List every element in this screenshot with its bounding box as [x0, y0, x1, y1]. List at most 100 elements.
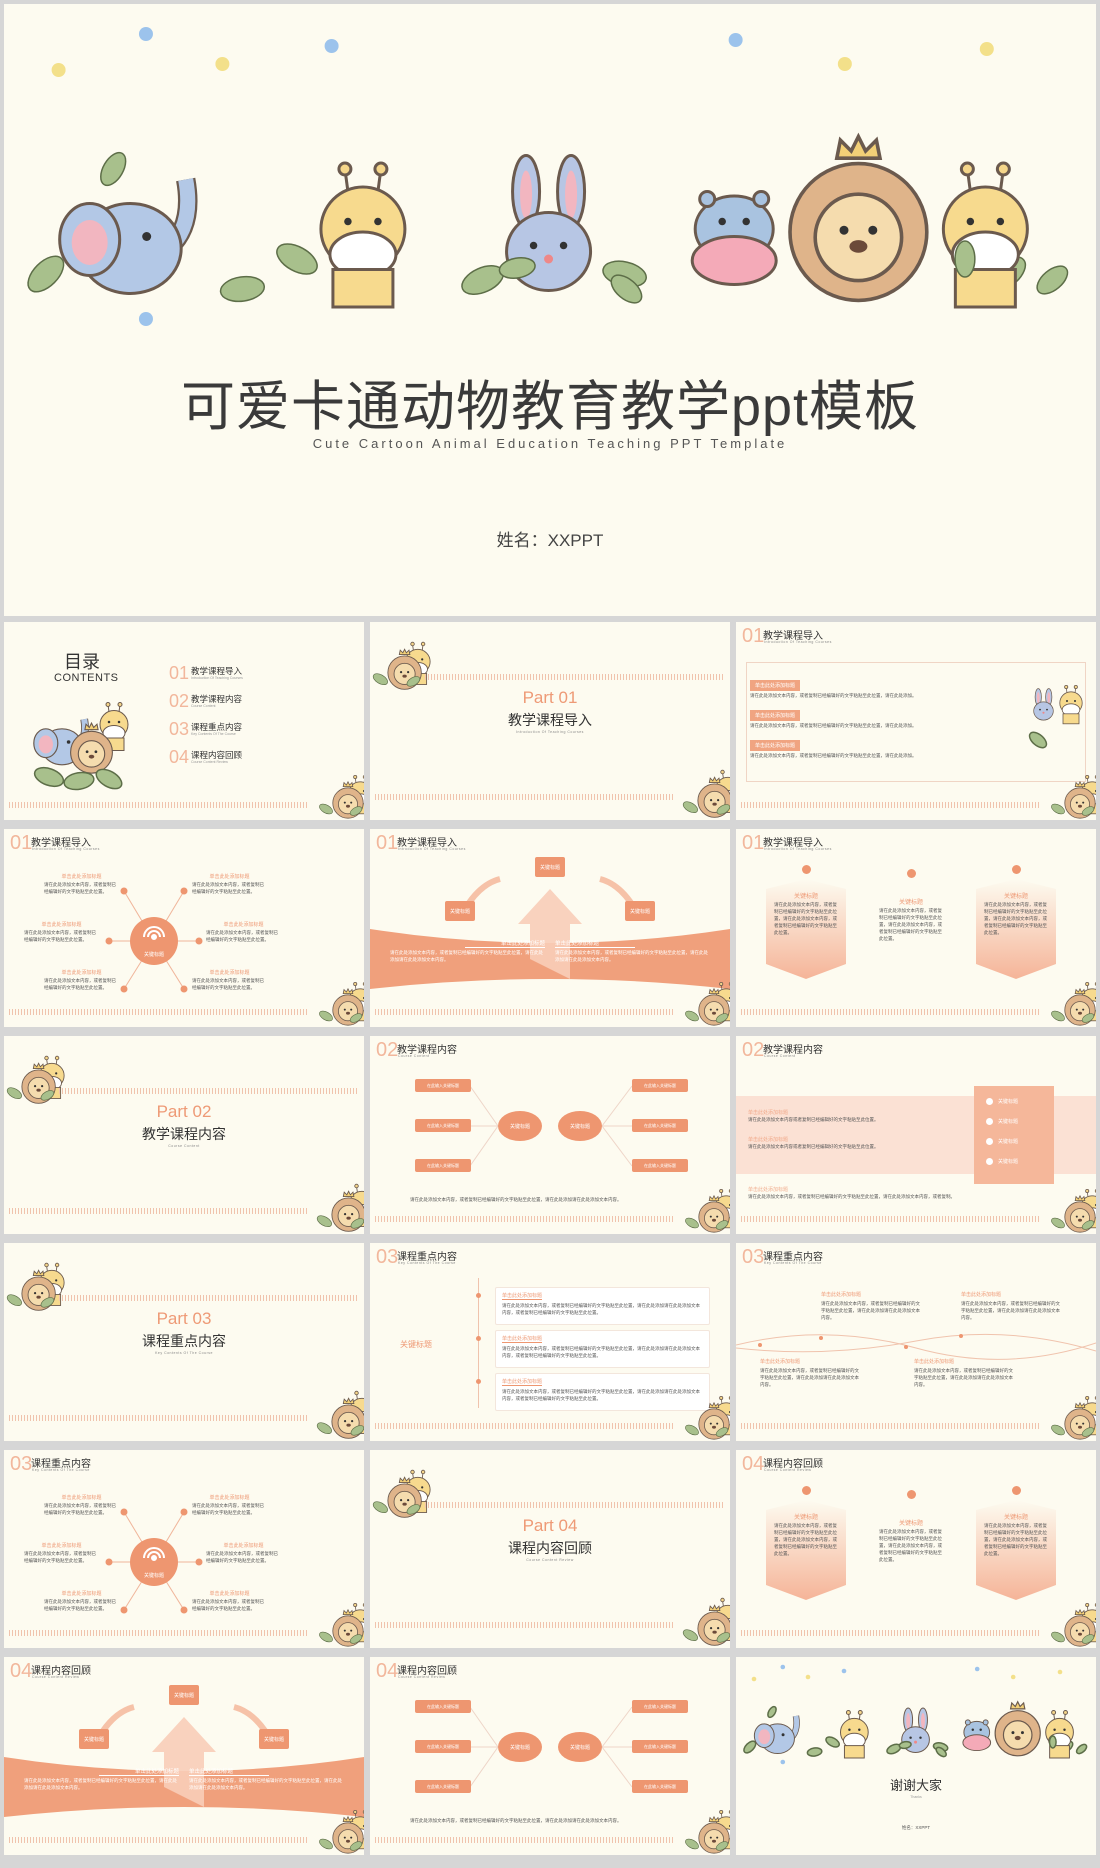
cover-slide[interactable]: 可爱卡通动物教育教学ppt模板 Cute Cartoon Animal Educ…: [4, 4, 1096, 616]
center-node-label[interactable]: 关键标题: [509, 1124, 530, 1130]
item-title[interactable]: 单击此处添加标题: [209, 1591, 250, 1597]
mind-map-box[interactable]: 在此输入关键标题: [415, 1119, 471, 1132]
item-title-tag[interactable]: 单击此处添加标题: [750, 710, 801, 721]
key-card[interactable]: [766, 1500, 846, 1600]
wave-timeline: [736, 1333, 1096, 1360]
item-title[interactable]: 单击此处添加标题: [209, 970, 250, 976]
slide-subtitle: Course Content Review: [32, 1675, 80, 1679]
contents-item-title: 教学课程内容: [191, 694, 243, 704]
band-item-title[interactable]: 单击此处添加标题: [555, 939, 635, 948]
mind-map-box[interactable]: 在此输入关键标题: [415, 1079, 471, 1092]
item-title[interactable]: 单击此处添加标题: [61, 1591, 102, 1597]
item-title[interactable]: 单击此处添加标题: [209, 1495, 250, 1501]
mind-map-box[interactable]: 在此输入关键标题: [632, 1119, 688, 1132]
slide-subtitle: Course Content: [398, 1054, 430, 1058]
key-title-box[interactable]: 关键标题: [79, 1729, 109, 1749]
center-node-label[interactable]: 关键标题: [569, 1124, 590, 1130]
item-title-tag[interactable]: 单击此处添加标题: [750, 680, 801, 691]
panel-item[interactable]: 关键标题: [998, 1139, 1019, 1145]
key-title-box[interactable]: 关键标题: [259, 1729, 289, 1749]
item-title[interactable]: 单击此处添加标题: [61, 970, 102, 976]
mind-map-box[interactable]: 在此输入关键标题: [415, 1740, 471, 1753]
content-box[interactable]: 单击此处添加标题请在此处添加文本内容，或者复制已经编辑好的文字粘贴至此位置，请在…: [495, 1287, 710, 1325]
card-title: 关键标题: [898, 900, 923, 906]
item-title[interactable]: 单击此处添加标题: [961, 1292, 1002, 1298]
content-box[interactable]: 单击此处添加标题请在此处添加文本内容，或者复制已经编辑好的文字粘贴至此位置，请在…: [495, 1373, 710, 1411]
rabbit-illustration: [505, 154, 593, 292]
slide-title: 课程内容回顾: [31, 1666, 91, 1677]
contents-item-title: 课程重点内容: [191, 722, 243, 732]
mind-map-box[interactable]: 在此输入关键标题: [632, 1079, 688, 1092]
panel-item[interactable]: 关键标题: [998, 1119, 1019, 1125]
cloud-icon: [986, 1138, 993, 1145]
key-card[interactable]: [766, 879, 846, 979]
item-text: 请在此处添加文本内容，或者复制已经编辑好的文字粘贴至此位置。: [192, 1599, 264, 1611]
item-title[interactable]: 单击此处添加标题: [41, 922, 82, 928]
slide-title: 课程内容回顾: [763, 1459, 823, 1470]
band-item-title[interactable]: 单击此处添加标题: [189, 1767, 269, 1776]
mind-map-box[interactable]: 在此输入关键标题: [632, 1740, 688, 1753]
mind-map-box[interactable]: 在此输入关键标题: [415, 1159, 471, 1172]
center-node-label[interactable]: 关键标题: [509, 1745, 530, 1751]
center-node[interactable]: [130, 1538, 178, 1586]
item-title[interactable]: 单击此处添加标题: [748, 1110, 789, 1116]
key-title-box[interactable]: 关键标题: [625, 901, 655, 921]
item-title[interactable]: 单击此处添加标题: [914, 1359, 955, 1365]
center-node[interactable]: [130, 917, 178, 965]
mind-map-box[interactable]: 在此输入关键标题: [415, 1780, 471, 1793]
band-item-title[interactable]: 单击此处添加标题: [99, 1767, 179, 1776]
panel-item[interactable]: 关键标题: [998, 1159, 1019, 1165]
item-title[interactable]: 单击此处添加标题: [41, 1543, 82, 1549]
content-box[interactable]: 单击此处添加标题请在此处添加文本内容，或者复制已经编辑好的文字粘贴至此位置，请在…: [495, 1330, 710, 1368]
item-title[interactable]: 单击此处添加标题: [821, 1292, 862, 1298]
item-title-tag[interactable]: 单击此处添加标题: [750, 740, 801, 751]
mind-map-box[interactable]: 在此输入关键标题: [632, 1700, 688, 1713]
footer-note: 请在此处添加文本内容，或者复制已经编辑好的文字粘贴至此位置，请在此处添加请在此处…: [410, 1818, 622, 1823]
key-title-box[interactable]: 关键标题: [535, 857, 565, 877]
key-title-box[interactable]: 关键标题: [169, 1685, 199, 1705]
item-title[interactable]: 单击此处添加标题: [748, 1187, 789, 1193]
decorative-stripe: [9, 1630, 309, 1636]
lion-giraffe-corner-icon: [685, 1809, 730, 1854]
key-title-box[interactable]: 关键标题: [445, 901, 475, 921]
decorative-stripe: [741, 1009, 1041, 1015]
mind-map-box[interactable]: 在此输入关键标题: [632, 1159, 688, 1172]
mind-map-box[interactable]: 在此输入关键标题: [632, 1780, 688, 1793]
panel-item[interactable]: 关键标题: [998, 1099, 1019, 1105]
band-item-title[interactable]: 单击此处添加标题: [465, 939, 545, 948]
item-title[interactable]: 单击此处添加标题: [61, 1495, 102, 1501]
key-card[interactable]: [976, 1500, 1056, 1600]
item-title[interactable]: 单击此处添加标题: [61, 874, 102, 880]
item-title[interactable]: 单击此处添加标题: [223, 922, 264, 928]
mind-map-box[interactable]: 在此输入关键标题: [415, 1700, 471, 1713]
center-node-label[interactable]: 关键标题: [569, 1745, 590, 1751]
key-card[interactable]: [976, 879, 1056, 979]
item-title[interactable]: 单击此处添加标题: [748, 1137, 789, 1143]
item-title[interactable]: 单击此处添加标题: [760, 1359, 801, 1365]
item-title[interactable]: 单击此处添加标题: [223, 1543, 264, 1549]
item-title[interactable]: 单击此处添加标题: [209, 874, 250, 880]
decorative-stripe: [425, 1502, 725, 1508]
